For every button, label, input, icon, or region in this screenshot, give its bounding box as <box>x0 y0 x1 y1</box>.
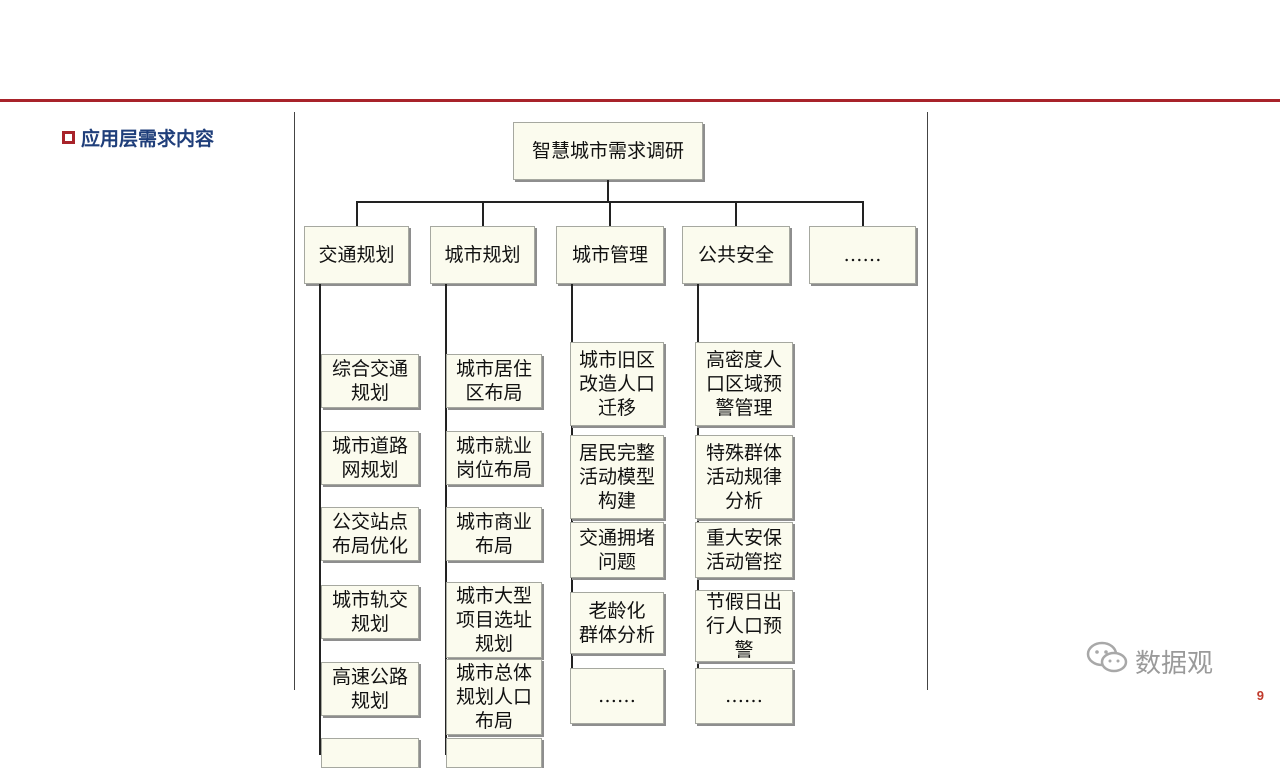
category-node: 交通规划 <box>304 226 409 284</box>
requirement-item: 综合交通 规划 <box>321 354 419 408</box>
branch-tick <box>445 381 446 383</box>
requirement-item: 高密度人 口区域预 警管理 <box>695 342 793 426</box>
requirement-item: 城市就业 岗位布局 <box>446 431 542 485</box>
requirement-item: 交通拥堵 问题 <box>570 522 664 578</box>
square-bullet-icon <box>62 131 75 144</box>
branch-tick <box>319 458 321 460</box>
category-connector <box>609 201 611 226</box>
requirement-item: 节假日出 行人口预 警 <box>695 590 793 662</box>
category-connector <box>735 201 737 226</box>
requirement-item: 城市商业 布局 <box>446 507 542 561</box>
requirement-item: …… <box>570 668 664 724</box>
requirement-item: 重大安保 活动管控 <box>695 522 793 578</box>
wechat-icon <box>1085 640 1129 683</box>
requirement-item: …… <box>695 668 793 724</box>
requirement-item: 城市轨交 规划 <box>321 585 419 639</box>
root-node: 智慧城市需求调研 <box>513 122 703 180</box>
requirement-item: 公交站点 布局优化 <box>321 507 419 561</box>
branch-line <box>319 284 321 753</box>
branch-tick <box>445 697 446 699</box>
requirement-item: 城市居住 区布局 <box>446 354 542 408</box>
category-node: …… <box>809 226 916 284</box>
requirement-item: 城市旧区 改造人口 迁移 <box>570 342 664 426</box>
watermark: 数据观 <box>1085 640 1213 683</box>
requirement-item <box>321 738 419 768</box>
section-heading: 应用层需求内容 <box>62 124 214 151</box>
branch-tick <box>445 534 446 536</box>
category-node: 城市规划 <box>430 226 535 284</box>
requirement-item: 老龄化 群体分析 <box>570 592 664 654</box>
branch-tick <box>319 534 321 536</box>
branch-tick <box>319 612 321 614</box>
category-bus <box>358 201 864 203</box>
requirement-item: 城市总体 规划人口 布局 <box>446 659 542 735</box>
watermark-text: 数据观 <box>1135 649 1214 679</box>
requirement-item: 城市大型 项目选址 规划 <box>446 582 542 658</box>
category-connector <box>356 201 358 226</box>
category-node: 公共安全 <box>682 226 790 284</box>
section-title: 应用层需求内容 <box>81 128 215 150</box>
requirement-item: 特殊群体 活动规律 分析 <box>695 435 793 519</box>
header-divider <box>0 99 1280 102</box>
frame-left-border <box>294 112 295 690</box>
branch-tick <box>319 689 321 691</box>
branch-tick <box>319 381 321 383</box>
requirement-item: 居民完整 活动模型 构建 <box>570 435 664 519</box>
frame-right-border <box>927 112 928 690</box>
root-connector <box>607 180 609 201</box>
diagram-frame: 智慧城市需求调研 交通规划综合交通 规划城市道路 网规划公交站点 布局优化城市轨… <box>294 112 928 768</box>
page-number: 9 <box>1256 688 1264 703</box>
category-connector <box>482 201 484 226</box>
branch-tick <box>445 620 446 622</box>
requirement-item <box>446 738 542 768</box>
branch-tick <box>445 458 446 460</box>
requirement-item: 高速公路 规划 <box>321 662 419 716</box>
category-connector <box>862 201 864 226</box>
category-node: 城市管理 <box>556 226 664 284</box>
requirement-item: 城市道路 网规划 <box>321 431 419 485</box>
